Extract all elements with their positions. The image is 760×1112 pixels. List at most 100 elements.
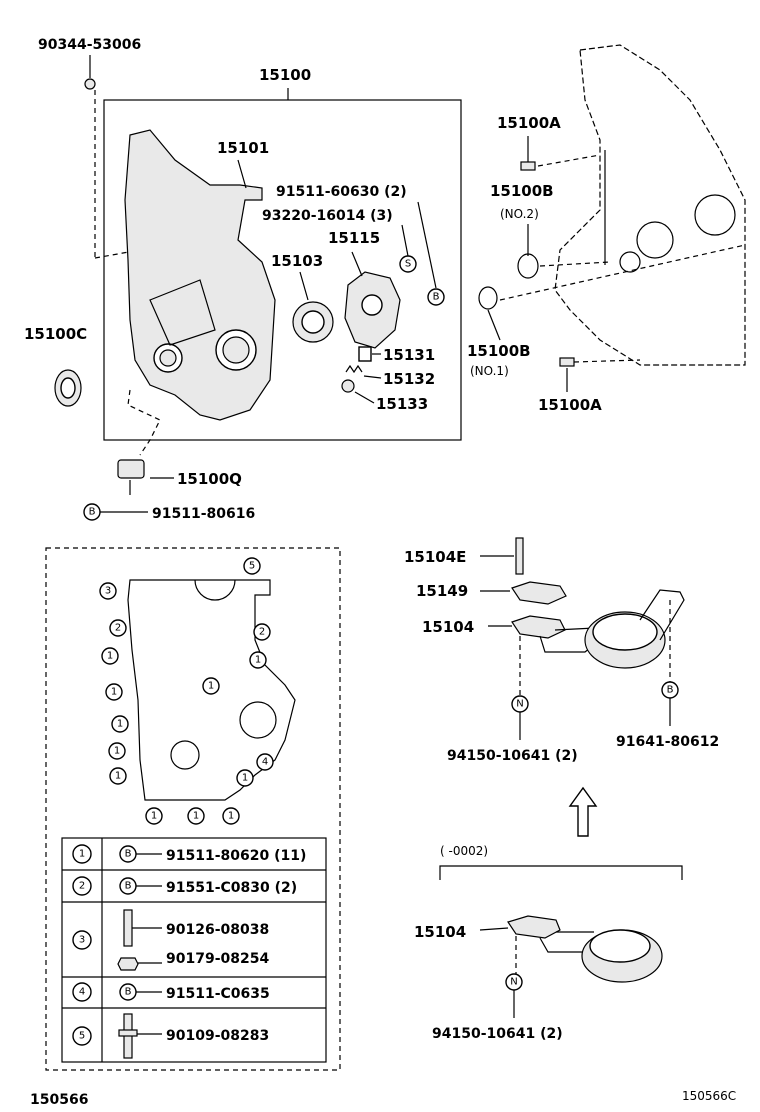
dowel-15100A-bottom (559, 357, 575, 367)
callout-1 (109, 767, 127, 785)
bolt-layout-box (45, 547, 341, 1071)
sensor-15100Q (117, 459, 145, 479)
label-91511-80616: 91511-80616 (152, 506, 255, 522)
svg-text:1: 1 (242, 773, 248, 784)
label-93220-16014: 93220-16014 (3) (262, 208, 393, 224)
nut-icon (117, 957, 139, 971)
label-15100C: 15100C (24, 325, 87, 343)
cover-bolt-callouts: 5 3 2 2 1 1 1 1 1 1 1 1 4 1 1 1 (99, 557, 274, 825)
svg-text:2: 2 (79, 881, 85, 892)
callout-1 (145, 807, 163, 825)
label-15100Q: 15100Q (177, 470, 242, 488)
oil-strainer-15104-lower (507, 915, 663, 983)
stud-15104E (515, 537, 524, 575)
legend-part-91551-C0830: 91551-C0830 (2) (166, 880, 297, 896)
svg-text:S: S (405, 259, 411, 270)
relief-valve-15131 (358, 346, 372, 362)
legend-part-91511-C0635: 91511-C0635 (166, 986, 270, 1002)
o-ring-15100B-no2 (517, 253, 539, 279)
svg-text:1: 1 (115, 771, 121, 782)
dowel-15100A-top (520, 161, 536, 171)
callout-3 (99, 582, 117, 600)
svg-text:1: 1 (107, 651, 113, 662)
callout-1 (101, 647, 119, 665)
svg-text:4: 4 (262, 757, 268, 768)
label-15100A-bottom: 15100A (538, 396, 602, 414)
callout-2 (109, 619, 127, 637)
label-15131: 15131 (383, 346, 435, 364)
callout-1 (236, 769, 254, 787)
label-range: ( -0002) (440, 844, 488, 858)
svg-text:1: 1 (117, 719, 123, 730)
label-15133: 15133 (376, 395, 428, 413)
timing-chain-cover-15101 (124, 129, 276, 421)
label-15149: 15149 (416, 582, 468, 600)
label-no1: (NO.1) (470, 364, 509, 378)
arrow-up-icon (568, 786, 598, 837)
callout-1 (111, 715, 129, 733)
callout-1 (108, 742, 126, 760)
svg-text:B: B (433, 292, 440, 303)
symbol-b-icon (427, 288, 445, 306)
callout-1 (105, 683, 123, 701)
svg-text:1: 1 (151, 811, 157, 822)
stud-icon (123, 909, 133, 947)
svg-text:1: 1 (79, 849, 85, 860)
label-no2: (NO.2) (500, 207, 539, 221)
diagram-code-left: 150566 (30, 1092, 88, 1108)
assembly-box-15100 (103, 99, 462, 441)
label-15104E: 15104E (404, 548, 466, 566)
o-ring-15100B-no1 (478, 286, 498, 310)
label-94150-10641-upper: 94150-10641 (2) (447, 748, 578, 764)
label-91511-60630: 91511-60630 (2) (276, 184, 407, 200)
label-15104-upper: 15104 (422, 618, 474, 636)
svg-text:1: 1 (208, 681, 214, 692)
callout-1 (249, 651, 267, 669)
label-15104-lower: 15104 (414, 923, 466, 941)
svg-text:2: 2 (115, 623, 121, 634)
svg-text:B: B (667, 685, 674, 696)
legend-part-90109-08283: 90109-08283 (166, 1028, 269, 1044)
diagram-code-right: 150566C (682, 1089, 736, 1103)
callout-1 (202, 677, 220, 695)
plug-15133 (341, 379, 355, 393)
svg-text:3: 3 (79, 935, 85, 946)
callout-1 (187, 807, 205, 825)
label-94150-10641-lower: 94150-10641 (2) (432, 1026, 563, 1042)
label-15103: 15103 (271, 252, 323, 270)
bolt-legend-table: 1 B 91511-80620 (11) 2 B 91551-C0830 (2)… (61, 837, 327, 1063)
callout-4 (256, 753, 274, 771)
legend-part-91511-80620: 91511-80620 (11) (166, 848, 306, 864)
label-15100: 15100 (259, 66, 311, 84)
svg-text:1: 1 (255, 655, 261, 666)
oil-strainer-15104-upper (511, 589, 685, 669)
spring-15132 (345, 364, 363, 374)
svg-text:1: 1 (193, 811, 199, 822)
gasket-15149 (511, 581, 567, 605)
symbol-s-icon (399, 255, 417, 273)
label-15132: 15132 (383, 370, 435, 388)
label-15100B-top: 15100B (490, 182, 554, 200)
svg-text:4: 4 (79, 987, 85, 998)
label-91641-80612: 91641-80612 (616, 734, 719, 750)
callout-1 (222, 807, 240, 825)
label-15115: 15115 (328, 229, 380, 247)
legend-part-90126-08038: 90126-08038 (166, 922, 269, 938)
svg-text:1: 1 (114, 746, 120, 757)
label-90344-53006: 90344-53006 (38, 37, 141, 53)
svg-text:2: 2 (259, 627, 265, 638)
label-15101: 15101 (217, 139, 269, 157)
label-15100A-top: 15100A (497, 114, 561, 132)
label-15100B-bottom: 15100B (467, 342, 531, 360)
svg-text:5: 5 (249, 561, 255, 572)
callout-2 (253, 623, 271, 641)
callout-5 (243, 557, 261, 575)
engine-block-outline (554, 44, 746, 366)
svg-text:B: B (125, 881, 132, 892)
svg-text:5: 5 (79, 1031, 85, 1042)
svg-text:N: N (510, 977, 517, 988)
cover-outline-bolt-layout (127, 579, 296, 801)
svg-text:B: B (125, 849, 132, 860)
range-bracket (439, 865, 683, 880)
